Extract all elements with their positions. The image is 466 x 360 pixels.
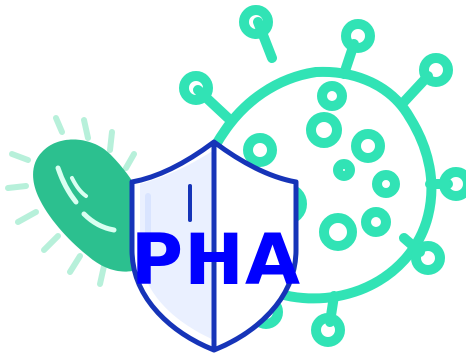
shield-icon [129, 139, 299, 353]
bacteria-icon [5, 115, 146, 287]
